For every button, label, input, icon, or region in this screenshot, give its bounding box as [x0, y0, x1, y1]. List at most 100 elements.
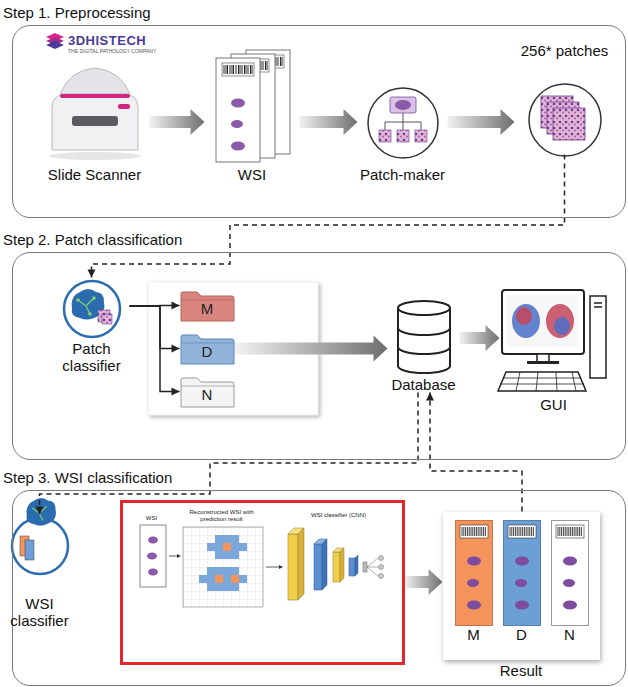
branch-line — [130, 306, 180, 353]
folder-label: N — [202, 386, 213, 403]
class-folder: M — [180, 290, 235, 322]
patch-classifier-icon-part — [76, 298, 80, 302]
folder-label: M — [201, 300, 214, 317]
wsi-classifier-figure-part — [266, 567, 279, 568]
step-panel: Step 3. WSI classificationWSI classifier… — [12, 490, 626, 686]
scanner-illustration-part — [62, 94, 128, 98]
node-label: 256* patches — [515, 42, 615, 59]
gui-computer-part — [527, 361, 559, 364]
wsi-classifier-figure-part — [379, 574, 384, 579]
flow-arrow — [448, 109, 515, 135]
wsi-classifier-icon — [12, 498, 68, 574]
arrowhead — [172, 345, 180, 353]
tissue-blob — [563, 556, 577, 565]
barcode — [510, 527, 533, 536]
card-label: N — [548, 626, 592, 643]
gui-computer-part — [590, 296, 606, 378]
wsi-classifier-figure-part — [169, 556, 178, 557]
step-heading: Step 2. Patch classification — [3, 231, 182, 248]
scanner-illustration-part — [118, 104, 130, 109]
wsi-classifier-figure-part — [314, 544, 322, 590]
patch-maker-icon-part — [368, 88, 438, 158]
patch-maker-icon-part — [385, 113, 421, 130]
database-cylinder-part — [398, 328, 450, 354]
wsi-classifier-figure-part — [279, 565, 283, 569]
wsi-classifier-figure-part — [215, 543, 239, 583]
barcode — [462, 527, 485, 536]
icon-node: 256* patches — [515, 42, 615, 155]
database-cylinder — [398, 301, 450, 373]
patch-classifier-icon-part — [64, 281, 120, 337]
folder-outline — [181, 378, 234, 407]
gui-computer-part — [507, 295, 579, 347]
arrowhead — [88, 270, 96, 278]
arrowhead — [172, 302, 180, 310]
node-label: Patch classifier — [54, 340, 130, 374]
patch-classifier-icon-part — [92, 296, 96, 300]
tissue-blob — [467, 556, 481, 565]
icon-node: Patch classifier — [54, 278, 130, 374]
node-label: Database — [388, 376, 460, 393]
class-folder: D — [180, 333, 235, 365]
wsi-classifier-figure-part — [363, 562, 367, 572]
icon-node: WSI — [205, 52, 300, 183]
patch-stack-icon-part — [553, 108, 585, 140]
result-card: N — [551, 520, 589, 626]
wsi-classifier-figure — [140, 525, 384, 607]
connector-line — [40, 393, 419, 515]
folder-flap — [181, 342, 234, 343]
wsi-classifier-figure-part — [288, 534, 298, 600]
wsi-classifier-figure-part — [349, 558, 355, 576]
wsi-classifier-figure-part — [177, 554, 181, 558]
icon-node: Database — [388, 300, 460, 393]
icon-node: GUI — [500, 284, 608, 413]
patch-classifier-icon-part — [102, 314, 112, 324]
wsi-classifier-icon-part-part — [27, 498, 56, 526]
connector-line — [130, 306, 180, 392]
wsi-classifier-figure-part — [322, 539, 327, 590]
slide-art — [504, 521, 540, 625]
data-link — [88, 155, 565, 278]
patch-maker-icon-part — [379, 130, 391, 142]
flow-arrow — [235, 336, 388, 362]
tissue-blob — [515, 579, 527, 587]
wsi-classifier-figure-part — [298, 528, 304, 600]
flow-arrow — [300, 109, 358, 135]
patch-maker-icon-part — [415, 130, 427, 142]
step-heading: Step 1. Preprocessing — [3, 4, 151, 21]
gui-computer-part — [546, 304, 574, 338]
wsi-classifier-figure-part — [355, 555, 358, 576]
brand-tagline: THE DIGITAL PATHOLOGY COMPANY — [68, 48, 156, 54]
patch-stack-icon-part — [529, 84, 601, 156]
wsi-classifier-figure-part — [147, 553, 157, 560]
folder-outline — [181, 292, 234, 321]
icon-node: Slide Scanner — [40, 60, 150, 183]
data-link — [36, 393, 419, 515]
arrow-body — [448, 109, 515, 135]
barcode — [558, 527, 581, 536]
scanner-illustration — [49, 68, 141, 160]
gui-computer-part — [516, 307, 532, 325]
card-label: M — [452, 626, 496, 643]
wsi-classifier-figure-part — [199, 535, 247, 591]
arrow-body — [405, 569, 443, 595]
logo-mark-part — [46, 41, 64, 49]
tissue-blob — [467, 600, 481, 609]
tissue-blob — [563, 579, 575, 587]
wsi-classifier-icon-part — [25, 540, 34, 560]
arrow-body — [460, 325, 500, 351]
gui-computer-part — [537, 354, 549, 362]
step-heading: Step 3. WSI classification — [3, 469, 172, 486]
scanner-illustration-part — [60, 68, 130, 94]
slide-stack — [216, 50, 290, 162]
figure-caption: WSI — [135, 515, 169, 522]
connector-line — [92, 155, 565, 278]
patch-classifier-icon-part — [78, 298, 94, 314]
database-cylinder-part — [398, 301, 450, 315]
wsi-classifier-figure-part — [367, 558, 378, 576]
arrowhead — [36, 507, 44, 515]
scanner-illustration-part — [72, 116, 118, 126]
wsi-classifier-figure-part — [148, 569, 158, 576]
result-card: D — [503, 520, 541, 626]
